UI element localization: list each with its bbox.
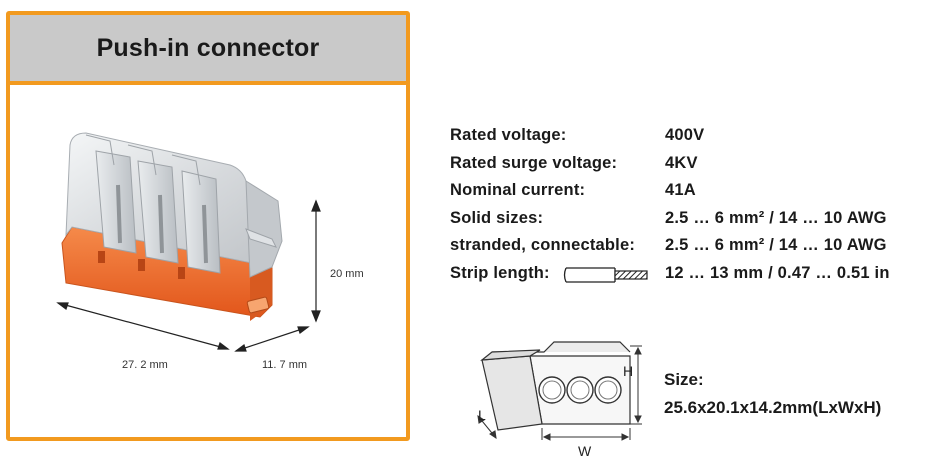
panel-header: Push-in connector [10,15,406,85]
spec-label: Nominal current: [450,181,586,199]
width-label: W [578,443,592,459]
spec-value: 41A [665,181,696,199]
spec-value: 12 … 13 mm / 0.47 … 0.51 in [665,263,890,282]
spec-value: 4KV [665,153,698,172]
spec-label: Rated surge voltage: [450,153,618,172]
panel-title: Push-in connector [96,33,320,62]
connector-photo: 27. 2 mm 11. 7 mm 20 mm [56,132,364,371]
spec-value: 2.5 … 6 mm² / 14 … 10 AWG [665,236,887,254]
size-label: Size: [664,370,704,389]
spec-label: Solid sizes: [450,208,544,227]
spec-label: stranded, connectable: [450,236,636,254]
length-dimension-label: 27. 2 mm [122,359,168,371]
stripped-wire-icon [563,266,648,283]
dimension-drawing: H W L [477,341,642,459]
spec-value: 2.5 … 6 mm² / 14 … 10 AWG [665,208,887,227]
width-dimension-label: 11. 7 mm [262,359,307,371]
spec-value: 400V [665,126,705,144]
length-label: L [478,407,486,423]
height-dimension-label: 20 mm [330,268,364,280]
spec-label: Strip length: [450,263,550,282]
product-panel: Push-in connector [6,11,410,441]
size-value: 25.6x20.1x14.2mm(LxWxH) [664,398,882,417]
height-label: H [623,363,633,379]
spec-label: Rated voltage: [450,126,567,144]
